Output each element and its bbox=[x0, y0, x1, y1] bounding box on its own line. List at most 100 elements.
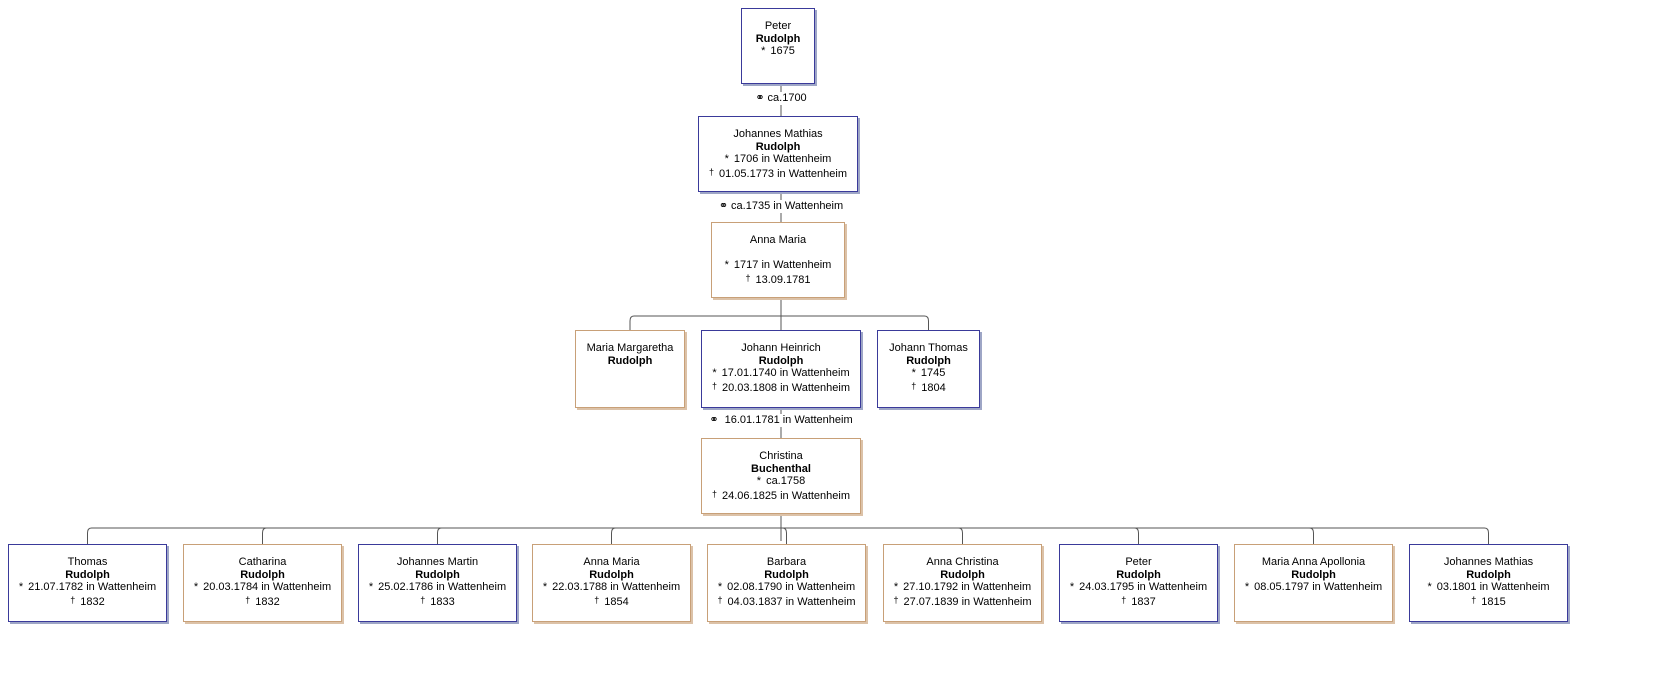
birth-symbol: * bbox=[542, 581, 548, 593]
death-date: 1815 bbox=[1481, 595, 1506, 608]
surname: Rudolph bbox=[240, 568, 285, 581]
given-name: Anna Maria bbox=[749, 234, 807, 246]
birth-line: * 1706 in Wattenheim bbox=[699, 153, 857, 166]
given-name: Barbara bbox=[766, 556, 807, 568]
birth-date: 02.08.1790 in Wattenheim bbox=[727, 581, 856, 593]
birth-symbol: * bbox=[18, 581, 24, 593]
person-box-anna-maria[interactable]: Anna Maria*1717 in Wattenheim†13.09.1781 bbox=[711, 222, 845, 298]
death-symbol: † bbox=[711, 380, 717, 391]
death-line: †04.03.1837 in Wattenheim bbox=[708, 594, 865, 609]
given-name: Johann Heinrich bbox=[741, 342, 821, 354]
birth-symbol: * bbox=[1427, 581, 1432, 593]
death-date: 1854 bbox=[604, 595, 629, 608]
marriage-label: ⚭ 16.01.1781 in Wattenheim bbox=[707, 414, 855, 427]
birth-symbol: * bbox=[1244, 581, 1250, 593]
given-name: Anna Christina bbox=[926, 556, 999, 568]
death-symbol: † bbox=[1121, 594, 1127, 605]
death-date: 24.06.1825 in Wattenheim bbox=[722, 489, 851, 502]
child-drop bbox=[437, 527, 442, 544]
death-symbol: † bbox=[70, 594, 76, 605]
marriage-symbol: ⚭ bbox=[755, 92, 764, 104]
marriage-label: ⚭ca.1700 bbox=[753, 92, 809, 105]
sibling-drop bbox=[629, 315, 635, 330]
child-drop bbox=[1309, 527, 1314, 544]
death-line: †1804 bbox=[878, 380, 979, 395]
birth-line: * 24.03.1795 in Wattenheim bbox=[1060, 581, 1217, 594]
surname: Rudolph bbox=[906, 354, 951, 367]
birth-date: 27.10.1792 in Wattenheim bbox=[903, 581, 1032, 593]
birth-line: * 1675 bbox=[742, 45, 814, 58]
surname: Rudolph bbox=[764, 568, 809, 581]
given-name: Maria Margaretha bbox=[586, 342, 674, 354]
birth-symbol: * bbox=[717, 581, 723, 593]
birth-symbol: * bbox=[1069, 581, 1075, 593]
death-date: 01.05.1773 in Wattenheim bbox=[719, 167, 848, 180]
death-line: †13.09.1781 bbox=[712, 272, 844, 287]
birth-line: *ca.1758 bbox=[702, 475, 860, 488]
birth-symbol: * bbox=[761, 45, 766, 57]
death-date: 20.03.1808 in Wattenheim bbox=[722, 381, 851, 394]
death-symbol: † bbox=[1471, 594, 1477, 605]
given-name: Anna Maria bbox=[583, 556, 640, 568]
death-line: †1832 bbox=[184, 594, 341, 609]
birth-date: 1706 in Wattenheim bbox=[733, 153, 832, 165]
surname: Rudolph bbox=[1116, 568, 1161, 581]
birth-date: 22.03.1788 in Wattenheim bbox=[552, 581, 681, 593]
surname-empty bbox=[712, 247, 844, 260]
birth-line: * 03.1801 in Wattenheim bbox=[1410, 581, 1567, 594]
birth-date: 21.07.1782 in Wattenheim bbox=[28, 581, 157, 593]
given-name: Maria Anna Apollonia bbox=[1261, 556, 1366, 568]
given-name: Johannes Martin bbox=[396, 556, 479, 568]
death-line: †27.07.1839 in Wattenheim bbox=[884, 594, 1041, 609]
child-drop bbox=[1134, 527, 1139, 544]
death-line: †1833 bbox=[359, 594, 516, 609]
death-date: 1837 bbox=[1131, 595, 1156, 608]
death-symbol: † bbox=[594, 594, 600, 605]
child-drop bbox=[262, 527, 267, 544]
marriage-symbol: ⚭ bbox=[718, 200, 728, 212]
death-line: † 20.03.1808 in Wattenheim bbox=[702, 380, 860, 395]
birth-symbol: * bbox=[911, 367, 916, 379]
birth-date: 1717 in Wattenheim bbox=[733, 259, 832, 271]
marriage-date: ca.1700 bbox=[767, 92, 807, 104]
marriage-symbol: ⚭ bbox=[709, 414, 718, 426]
surname: Rudolph bbox=[755, 140, 801, 153]
birth-date: 03.1801 in Wattenheim bbox=[1436, 581, 1550, 593]
child-drop bbox=[87, 527, 92, 544]
birth-symbol: * bbox=[724, 153, 729, 165]
marriage-label: ⚭ca.1735 in Wattenheim bbox=[716, 200, 846, 213]
birth-symbol: * bbox=[756, 475, 762, 487]
death-date: 13.09.1781 bbox=[755, 273, 811, 286]
surname: Rudolph bbox=[1466, 568, 1511, 581]
birth-line: *08.05.1797 in Wattenheim bbox=[1235, 581, 1392, 594]
birth-line: *17.01.1740 in Wattenheim bbox=[702, 367, 860, 380]
given-name: Peter bbox=[764, 20, 792, 32]
death-symbol: † bbox=[717, 594, 723, 605]
birth-date: 1675 bbox=[770, 45, 795, 57]
surname: Rudolph bbox=[940, 568, 985, 581]
birth-date: 24.03.1795 in Wattenheim bbox=[1079, 581, 1208, 593]
surname: Buchenthal bbox=[751, 462, 811, 475]
surname: Rudolph bbox=[758, 354, 804, 367]
death-date: 1832 bbox=[80, 595, 105, 608]
given-name: Christina bbox=[759, 450, 803, 462]
death-line: †24.06.1825 in Wattenheim bbox=[702, 488, 860, 503]
surname: Rudolph bbox=[65, 568, 110, 581]
child-drop bbox=[782, 527, 787, 544]
